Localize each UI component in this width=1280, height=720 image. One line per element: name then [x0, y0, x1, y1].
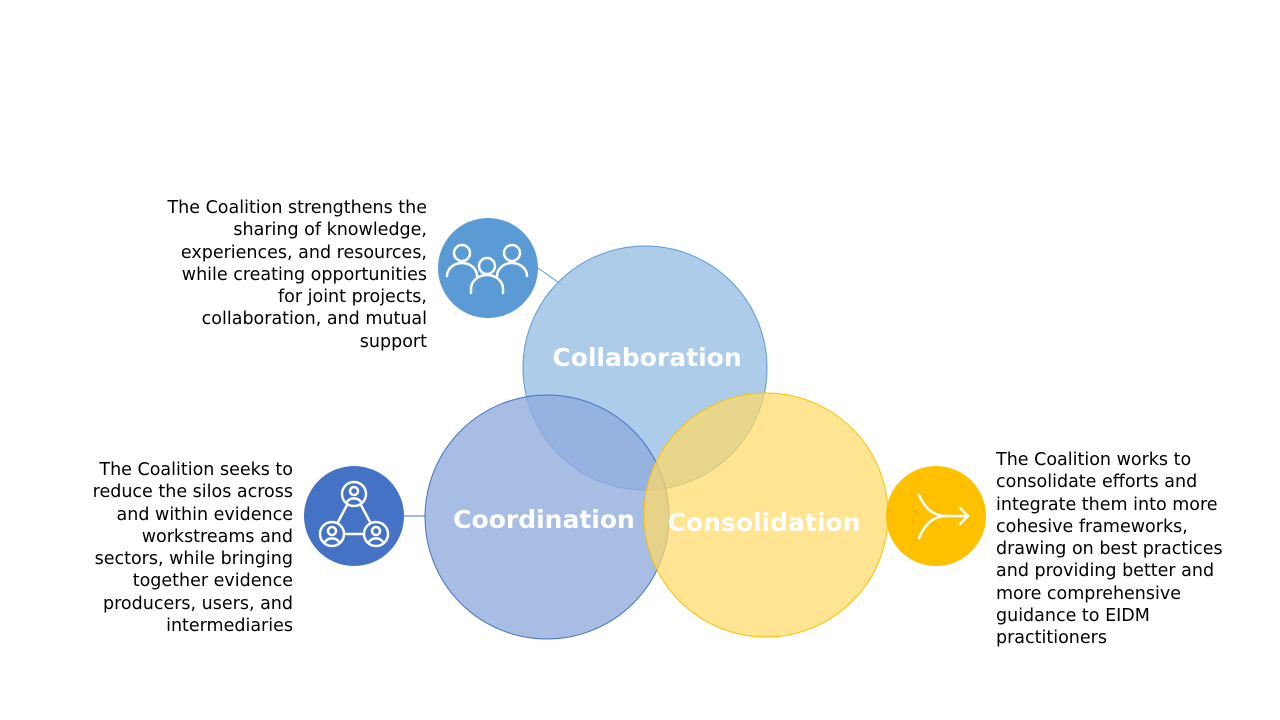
network-people-icon-background: [304, 466, 404, 566]
merge-arrow-icon-background: [886, 466, 986, 566]
group-people-icon: [438, 218, 538, 318]
collaboration-description: The Coalition strengthens the sharing of…: [167, 198, 427, 352]
group-people-icon-background: [438, 218, 538, 318]
merge-arrow-icon: [886, 466, 986, 566]
consolidation-description: The Coalition works to consolidate effor…: [996, 450, 1223, 649]
coordination-description: The Coalition seeks to reduce the silos …: [92, 460, 293, 637]
collaboration-label: Collaboration: [552, 343, 741, 372]
network-people-icon: [304, 466, 404, 566]
consolidation-label: Consolidation: [668, 508, 861, 537]
coordination-label: Coordination: [453, 505, 635, 534]
